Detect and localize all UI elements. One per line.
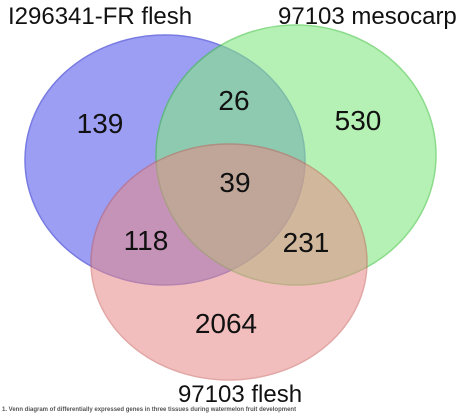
count-all-three: 39 [219, 167, 250, 198]
label-97103-mesocarp: 97103 mesocarp [278, 3, 457, 30]
count-only-flesh: 2064 [195, 308, 257, 339]
count-mesocarp-and-flesh: 231 [283, 227, 330, 258]
count-only-mesocarp: 530 [335, 105, 382, 136]
figure-caption: 1. Venn diagram of differentially expres… [2, 407, 297, 413]
count-fr-flesh-and-mesocarp: 26 [218, 85, 249, 116]
count-only-fr-flesh: 139 [77, 108, 124, 139]
label-97103-flesh: 97103 flesh [178, 381, 302, 408]
count-fr-flesh-and-flesh: 118 [124, 225, 169, 256]
circle-97103-flesh [90, 143, 368, 381]
label-i296341-fr-flesh: I296341-FR flesh [8, 3, 192, 30]
